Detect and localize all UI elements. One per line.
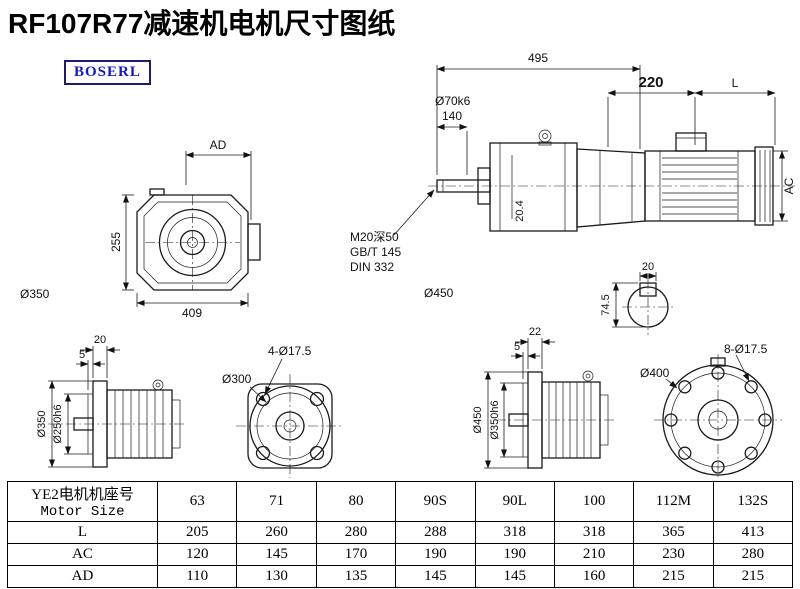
size-col-header: 63 — [156, 481, 238, 522]
dim-value-cell: 190 — [395, 543, 476, 566]
dim-value-cell: 160 — [553, 565, 635, 588]
dim-value-cell: 288 — [395, 521, 476, 544]
dim-value-cell: 170 — [315, 543, 397, 566]
size-col-header: 132S — [712, 481, 794, 522]
dim-key-height-label: 74.5 — [600, 294, 612, 315]
dim-value-cell: 120 — [156, 543, 238, 566]
dim-d350-label: Ø350 — [20, 287, 50, 301]
motor-size-header-cn: YE2电机机座号 — [31, 487, 134, 503]
dim-ac-label: AC — [782, 177, 796, 194]
dim-row-label: L — [7, 521, 158, 544]
size-col-header: 90L — [474, 481, 555, 522]
motor-size-table: YE2电机机座号 Motor Size 63 71 80 90S 90L 100… — [7, 481, 794, 588]
dim-value-cell: 318 — [474, 521, 555, 544]
dim-20-4-label: 20.4 — [514, 200, 526, 221]
dim-f250-spigot-depth-label: 5 — [79, 349, 85, 361]
size-col-header: 100 — [553, 481, 635, 522]
dim-value-cell: 130 — [236, 565, 317, 588]
table-row-ac: AC 120 145 170 190 190 210 230 280 — [7, 543, 794, 566]
dim-value-cell: 145 — [236, 543, 317, 566]
thread-note-2: GB/T 145 — [350, 245, 401, 259]
dim-value-cell: 215 — [712, 565, 794, 588]
dim-shaft-dia-label: Ø70k6 — [435, 94, 471, 108]
size-col-header: 112M — [633, 481, 714, 522]
dim-key-width-label: 20 — [642, 261, 654, 273]
dim-value-cell: 260 — [236, 521, 317, 544]
dim-l-label: L — [732, 76, 739, 90]
dim-f350-thickness-label: 22 — [529, 326, 541, 338]
dim-ad-label: AD — [210, 138, 227, 152]
dim-value-cell: 190 — [474, 543, 555, 566]
size-col-header: 80 — [315, 481, 397, 522]
boserl-logo: BOSERL — [64, 60, 151, 85]
dim-f350-spigot-label: Ø350h6 — [489, 400, 501, 439]
motor-size-header-cell: YE2电机机座号 Motor Size — [7, 481, 158, 522]
dim-value-cell: 145 — [395, 565, 476, 588]
flange-side-view-350: 22 5 Ø450 Ø350h6 — [472, 326, 616, 469]
dim-255-label: 255 — [109, 232, 123, 252]
flange-front-view-400: 8-Ø17.5 Ø400 — [640, 342, 782, 479]
table-row-l: L 205 260 280 288 318 318 365 413 — [7, 521, 794, 544]
dim-value-cell: 205 — [156, 521, 238, 544]
technical-drawing: AD 255 409 Ø350 — [20, 51, 796, 479]
dim-f300-od-label: Ø300 — [222, 372, 252, 386]
dim-row-label: AD — [7, 565, 158, 588]
dim-f250-od-label: Ø350 — [36, 411, 48, 438]
thread-note-1: M20深50 — [350, 230, 399, 244]
dim-495-label: 495 — [528, 51, 548, 65]
dim-f350-spigot-depth-label: 5 — [514, 341, 520, 353]
table-row-ad: AD 110 130 135 145 145 160 215 215 — [7, 565, 794, 588]
dim-f400-holes-label: 8-Ø17.5 — [724, 342, 768, 356]
flange-side-view-250: 20 5 Ø350 Ø250h6 — [36, 334, 186, 468]
dim-f400-od-label: Ø400 — [640, 366, 670, 380]
logo-text: BOSERL — [74, 64, 141, 80]
dim-d450-label: Ø450 — [424, 286, 454, 300]
side-view: 495 140 Ø70k6 220 L AC 20.4 M20深50 GB/T — [350, 51, 796, 335]
dim-value-cell: 280 — [315, 521, 397, 544]
table-header-row: YE2电机机座号 Motor Size 63 71 80 90S 90L 100… — [7, 481, 794, 522]
dim-f250-thickness-label: 20 — [94, 334, 106, 346]
dim-value-cell: 210 — [553, 543, 635, 566]
size-col-header: 90S — [395, 481, 476, 522]
dim-value-cell: 365 — [633, 521, 714, 544]
dim-220-label: 220 — [638, 74, 663, 91]
dim-value-cell: 215 — [633, 565, 714, 588]
dim-f300-holes-label: 4-Ø17.5 — [268, 344, 312, 358]
thread-note-3: DIN 332 — [350, 260, 394, 274]
dim-value-cell: 230 — [633, 543, 714, 566]
dim-value-cell: 135 — [315, 565, 397, 588]
dim-f350-od-label: Ø450 — [472, 407, 484, 434]
dim-409-label: 409 — [182, 306, 202, 320]
motor-size-header-en: Motor Size — [40, 504, 125, 520]
size-col-header: 71 — [236, 481, 317, 522]
dim-value-cell: 110 — [156, 565, 238, 588]
dim-f250-spigot-label: Ø250h6 — [52, 404, 64, 443]
dim-value-cell: 413 — [712, 521, 794, 544]
dim-value-cell: 145 — [474, 565, 555, 588]
flange-front-view-300: 4-Ø17.5 Ø300 — [222, 344, 344, 478]
dim-value-cell: 280 — [712, 543, 794, 566]
dim-value-cell: 318 — [553, 521, 635, 544]
dim-row-label: AC — [7, 543, 158, 566]
dim-140-label: 140 — [442, 109, 462, 123]
front-view: AD 255 409 Ø350 — [20, 138, 261, 320]
page-title: RF107R77减速机电机尺寸图纸 — [8, 8, 396, 39]
